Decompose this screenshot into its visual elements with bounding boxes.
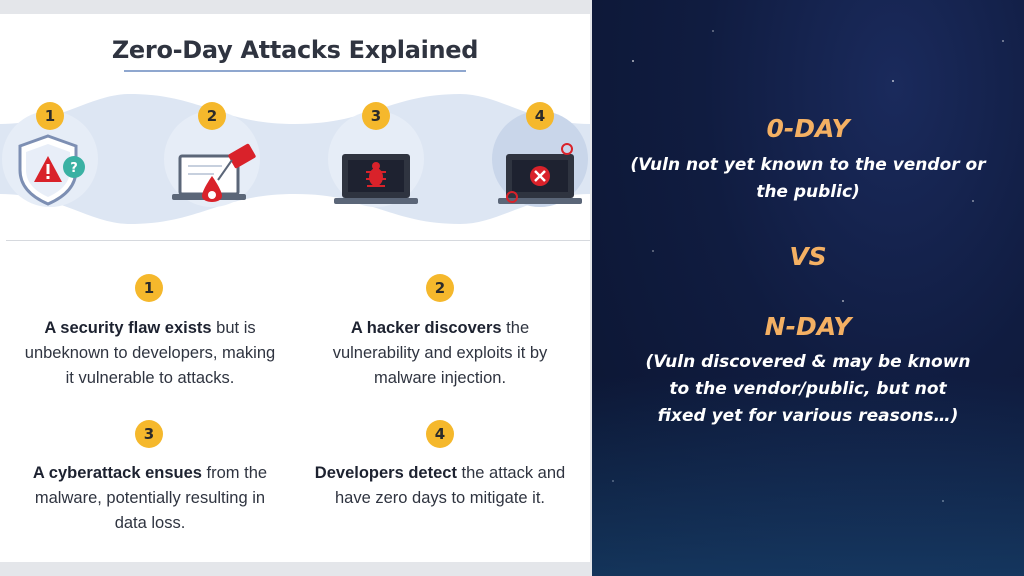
step-4-text: the attack and have zero days to mitigat… [334,464,566,507]
step-badge-1: 1 [36,102,64,130]
step-1-text: but is unbeknown to developers, making i… [24,319,276,387]
left-frame: Zero-Day Attacks Explained ? [0,0,592,576]
step-3-text: from the malware, potentially resulting … [34,464,268,532]
infographic-title: Zero-Day Attacks Explained [111,36,479,64]
versus-label: VS [789,242,827,271]
svg-text:?: ? [70,161,78,176]
shield-warning-icon: ? [18,134,85,206]
title-underline [124,70,466,72]
step-3-bold: A cyberattack ensues [32,464,202,482]
step-description-4: Developers detect the attack and have ze… [310,461,570,511]
desc-badge-3: 3 [135,420,163,448]
desc-badge-4: 4 [426,420,454,448]
laptop-bug-icon [334,154,418,204]
infographic-panel: Zero-Day Attacks Explained ? [0,14,590,562]
step-description-3: A cyberattack ensues from the malware, p… [20,461,280,536]
laptop-error-icon [498,143,582,204]
zero-day-description: (Vuln not yet known to the vendor or the… [630,155,986,202]
step-badge-4: 4 [526,102,554,130]
step-description-1: A security flaw exists but is unbeknown … [20,316,280,391]
step-badge-2: 2 [198,102,226,130]
wave-band [0,94,590,224]
n-day-heading: N-DAY [764,312,852,341]
step-4-bold: Developers detect [314,464,457,482]
zero-day-heading: 0-DAY [766,114,850,143]
section-divider [6,240,590,241]
step-2-bold: A hacker discovers [350,319,502,337]
n-day-description: (Vuln discovered & may be known to the v… [645,352,971,426]
malware-drop-icon [202,176,222,202]
step-1-bold: A security flaw exists [44,319,212,337]
desc-badge-1: 1 [135,274,163,302]
step-2-text: the vulnerability and exploits it by mal… [332,319,548,387]
desc-badge-2: 2 [426,274,454,302]
laptop-malware-injection-icon [172,143,256,202]
question-badge-icon [63,156,85,178]
comparison-panel: 0-DAY (Vuln not yet known to the vendor … [592,0,1024,576]
step-description-2: A hacker discovers the vulnerability and… [310,316,570,391]
steps-illustration: ? [0,94,590,224]
step-badge-3: 3 [362,102,390,130]
